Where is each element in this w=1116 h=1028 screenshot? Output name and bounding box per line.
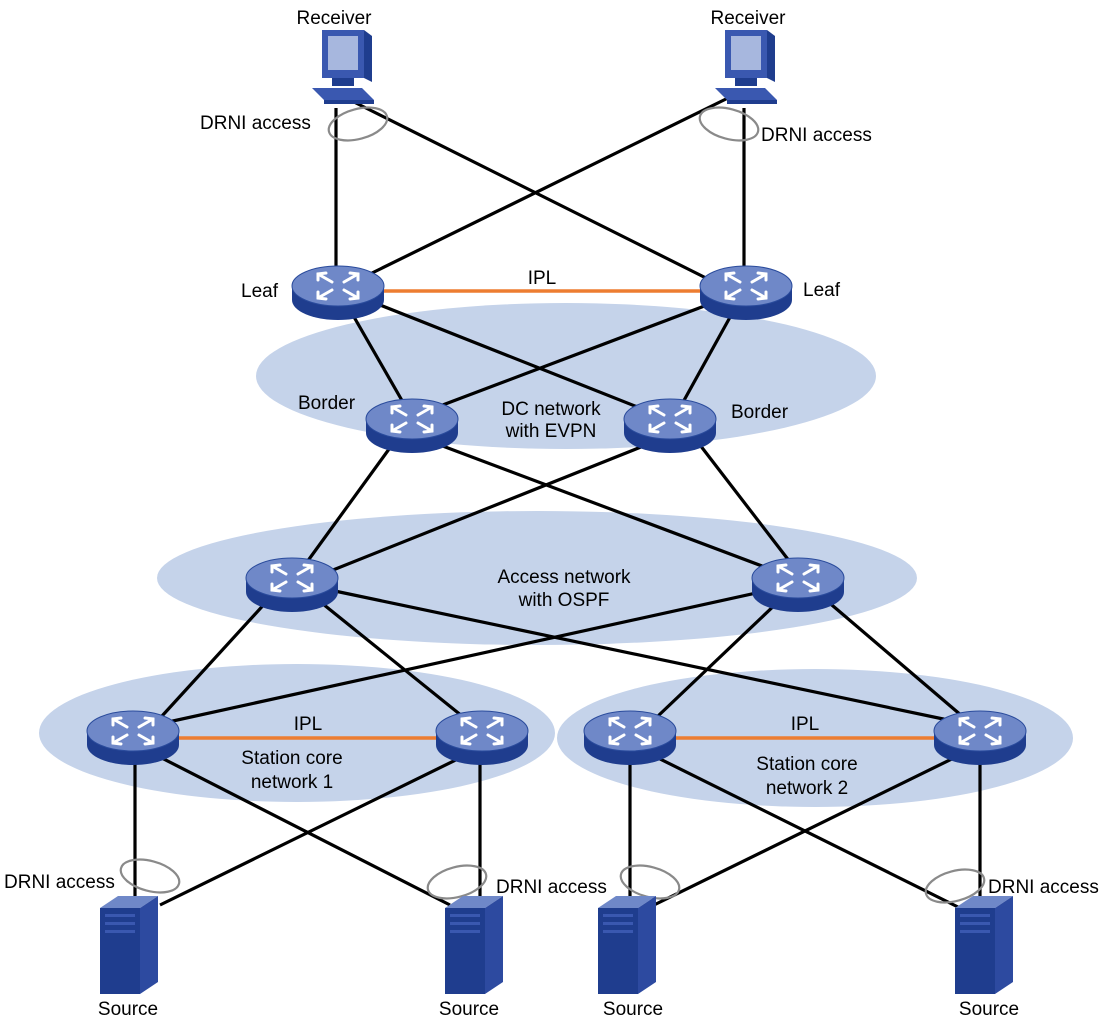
- receiver-right-label: Receiver: [710, 8, 786, 29]
- station1-right-router-switch-icon: [434, 709, 530, 767]
- station2-label-line2: network 2: [765, 778, 849, 799]
- link-border-r-acc-r: [698, 444, 792, 563]
- drni-ring-source-4: [924, 868, 986, 904]
- link-border-r-acc-l: [317, 443, 647, 578]
- drni-ring-source-2: [426, 864, 488, 900]
- drni-access-s2-label: DRNI access: [496, 877, 607, 898]
- access-right-router-switch-icon: [750, 556, 846, 614]
- source-4-label: Source: [958, 999, 1020, 1020]
- link-leaf-r-border-r: [680, 309, 736, 405]
- leaf-right-router-switch-icon: [698, 264, 794, 322]
- source-1-label: Source: [97, 999, 159, 1020]
- leaf-left-router-switch-icon: [290, 264, 386, 322]
- receiver-left-desktop-computer-icon: [312, 30, 374, 104]
- access-network-region: [157, 511, 917, 645]
- dc-network-label-line1: DC network: [501, 399, 601, 420]
- link-recv-r-leaf-l: [369, 96, 729, 276]
- drni-rings: [119, 106, 986, 904]
- link-leaf-l-border-l: [348, 309, 406, 405]
- border-left-label: Border: [298, 393, 356, 414]
- link-border-l-acc-l: [305, 444, 394, 563]
- ipl-station2-label: IPL: [790, 714, 820, 735]
- link-acc-l-s1l: [160, 598, 270, 718]
- ipl-links: [178, 289, 936, 740]
- station-core-network-1-region: [39, 664, 555, 802]
- drni-access-s1-label: DRNI access: [4, 872, 115, 893]
- border-right-label: Border: [731, 402, 789, 423]
- link-acc-r-s1l: [149, 588, 771, 728]
- station2-right-router-switch-icon: [932, 709, 1028, 767]
- receiver-left-label: Receiver: [296, 8, 372, 29]
- ipl-station1-label: IPL: [293, 714, 323, 735]
- link-border-l-acc-r: [439, 443, 779, 574]
- drni-access-top-left-label: DRNI access: [200, 113, 311, 134]
- access-network-label-line1: Access network: [497, 567, 631, 588]
- link-s2r-src3: [653, 750, 967, 907]
- station1-label-line1: Station core: [241, 748, 343, 769]
- link-s1l-src2: [149, 750, 451, 907]
- link-leaf-l-border-r: [379, 303, 641, 410]
- link-s1r-src1: [159, 750, 473, 907]
- access-network-label-line2: with OSPF: [518, 590, 610, 611]
- drni-ring-source-1: [119, 858, 181, 894]
- link-recv-l-leaf-r: [349, 98, 711, 282]
- station2-label-line1: Station core: [756, 754, 858, 775]
- source-4-tower-server-icon: [955, 896, 1013, 994]
- leaf-right-label: Leaf: [803, 280, 840, 301]
- link-acc-r-s2r: [824, 598, 964, 718]
- source-3-label: Source: [602, 999, 664, 1020]
- link-s2l-src4: [645, 750, 961, 910]
- link-acc-l-s2r: [329, 588, 949, 722]
- source-2-label: Source: [438, 999, 500, 1020]
- drni-access-s4-label: DRNI access: [988, 877, 1099, 898]
- station1-label-line2: network 1: [250, 772, 334, 793]
- source-1-tower-server-icon: [100, 896, 158, 994]
- source-2-tower-server-icon: [445, 896, 503, 994]
- access-left-router-switch-icon: [244, 556, 340, 614]
- link-acc-l-s1r: [316, 598, 464, 718]
- border-left-router-switch-icon: [364, 397, 460, 455]
- station2-left-router-switch-icon: [582, 709, 678, 767]
- network-links: [133, 96, 982, 910]
- dc-network-label-line2: with EVPN: [505, 421, 597, 442]
- link-leaf-r-border-l: [439, 300, 716, 408]
- leaf-left-label: Leaf: [241, 281, 278, 302]
- drni-access-top-right-label: DRNI access: [761, 125, 872, 146]
- source-3-tower-server-icon: [598, 896, 656, 994]
- drni-ring-receiver-left: [327, 106, 389, 142]
- drni-ring-receiver-right: [698, 106, 760, 142]
- border-right-router-switch-icon: [622, 397, 718, 455]
- link-acc-r-s2l: [656, 598, 782, 718]
- station1-left-router-switch-icon: [85, 709, 181, 767]
- receiver-right-desktop-computer-icon: [715, 30, 777, 104]
- ipl-top-label: IPL: [527, 268, 557, 289]
